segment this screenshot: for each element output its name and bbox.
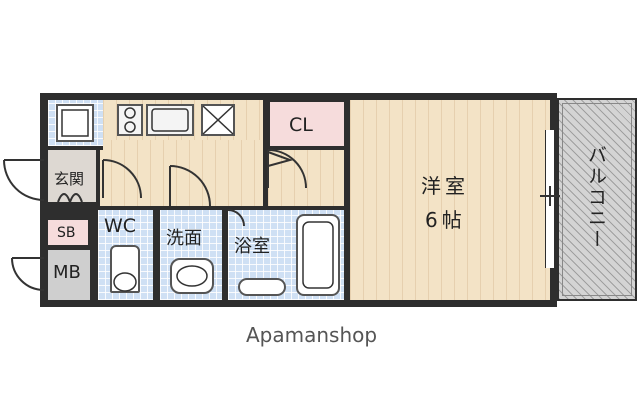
room-label-toilet: WC xyxy=(104,215,137,237)
room-label-western-room-size: 6帖 xyxy=(425,208,466,232)
wall-bath-room xyxy=(344,148,350,302)
western-room-alcove xyxy=(268,150,350,206)
wall-kitchen-closet xyxy=(263,100,268,150)
wall-sb-top xyxy=(48,216,96,220)
western-room-floor xyxy=(350,100,550,300)
room-label-shoe-box: SB xyxy=(57,225,76,241)
wall-sb-mb xyxy=(48,245,92,249)
bath-basin xyxy=(238,278,286,296)
room-label-bathroom: 浴室 xyxy=(234,236,270,257)
corridor-floor xyxy=(98,140,263,206)
room-label-meter-box: MB xyxy=(53,262,81,283)
wall-wash-bath xyxy=(222,206,228,302)
balcony-inner xyxy=(562,103,632,296)
wall-toilet-wash xyxy=(153,206,159,302)
wall-entrance-right xyxy=(96,150,100,208)
plan-lines xyxy=(3,105,560,292)
closet-floor xyxy=(268,100,346,148)
wall-entrance-top xyxy=(48,146,103,150)
room-label-entrance: 玄関 xyxy=(54,170,85,188)
balcony-area xyxy=(557,98,637,301)
room-label-closet: CL xyxy=(289,114,313,136)
entrance-floor xyxy=(48,150,96,202)
room-label-washroom: 洗面 xyxy=(166,228,202,249)
shoe-box-area xyxy=(48,220,88,245)
room-label-balcony: バルコニー xyxy=(585,145,607,250)
brand-watermark: Apamanshop xyxy=(246,323,378,347)
stove xyxy=(117,104,143,136)
room-label-western-room: 洋室 xyxy=(421,174,469,198)
floor-plan: 玄関 SB MB WC 洗面 浴室 CL 洋室 6帖 バルコニー xyxy=(3,93,637,307)
meter-box-area xyxy=(48,250,90,300)
